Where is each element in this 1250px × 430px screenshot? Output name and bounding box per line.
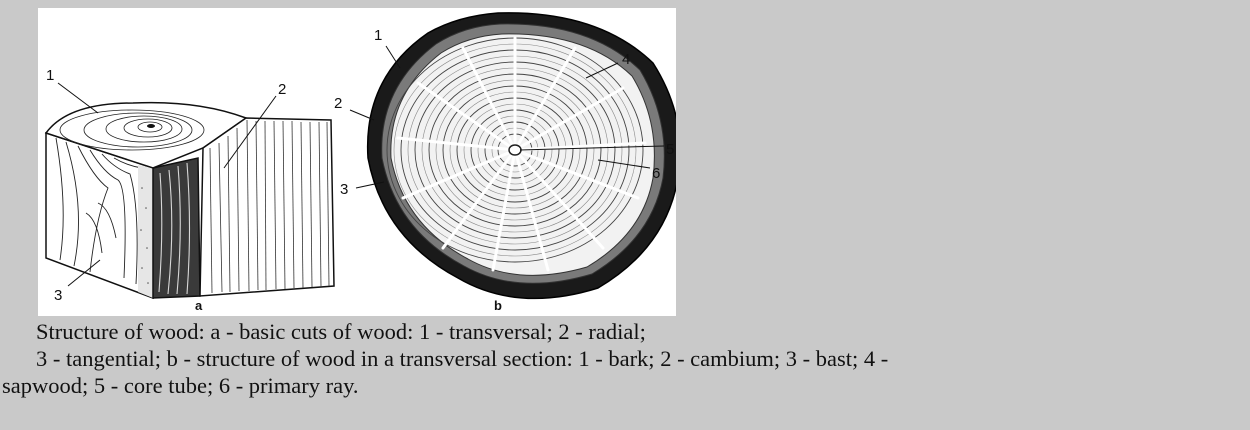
panel-b-sublabel: b — [494, 298, 502, 313]
panel-a-log-block — [46, 83, 334, 298]
caption-line-3: sapwood; 5 - core tube; 6 - primary ray. — [0, 372, 1250, 399]
callout-a1: 1 — [46, 67, 54, 84]
callout-a2: 2 — [278, 81, 286, 98]
callout-b2: 2 — [334, 95, 342, 112]
callout-line-b1 — [386, 46, 400, 68]
callout-b1: 1 — [374, 27, 382, 44]
callout-b5: 5 — [666, 141, 674, 158]
callout-a3: 3 — [54, 287, 62, 304]
panel-a-sublabel: a — [195, 298, 203, 313]
caption-line-2: 3 - tangential; b - structure of wood in… — [0, 345, 1250, 372]
caption-line-1: Structure of wood: a - basic cuts of woo… — [0, 318, 1250, 345]
wood-structure-illustration: 1 2 3 a — [38, 8, 676, 316]
figure-caption: Structure of wood: a - basic cuts of woo… — [0, 318, 1250, 399]
callout-b3: 3 — [340, 181, 348, 198]
callout-b6: 6 — [652, 165, 660, 182]
wood-structure-figure: 1 2 3 a — [38, 8, 676, 316]
callout-line-a1 — [58, 83, 98, 113]
callout-b4: 4 — [622, 51, 630, 68]
